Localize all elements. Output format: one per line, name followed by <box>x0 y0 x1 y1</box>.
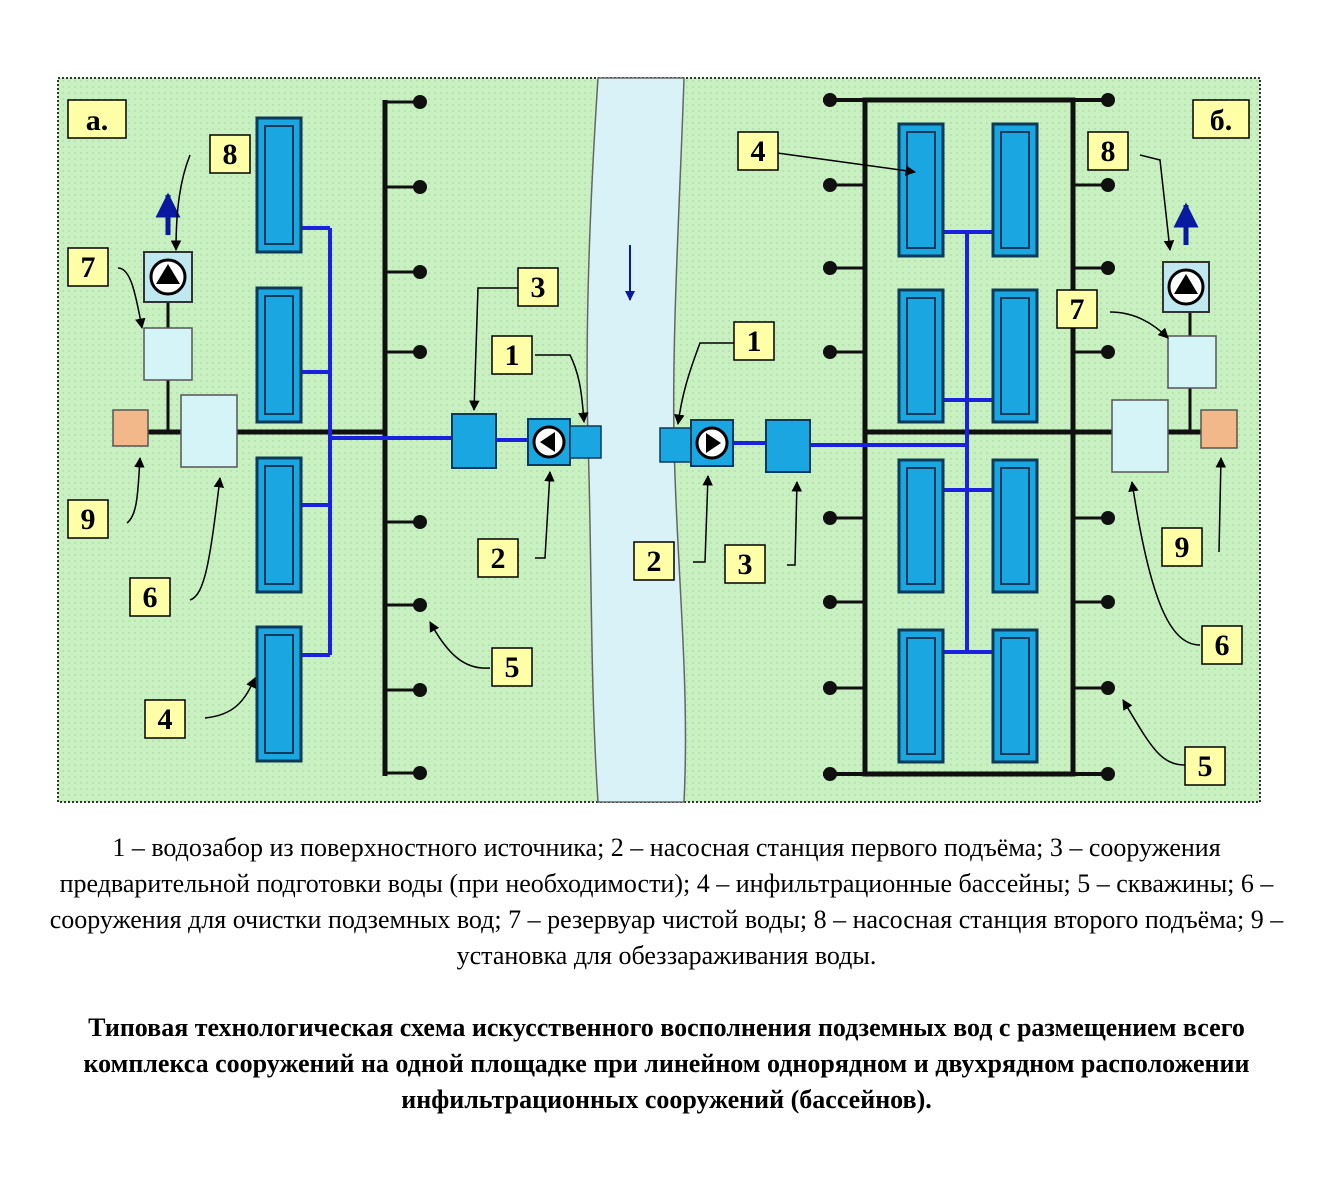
label-4-left: 4 <box>158 703 173 736</box>
label-8-right: 8 <box>1101 135 1116 168</box>
pump-first-lift-right <box>690 419 734 467</box>
infiltration-basins-left <box>255 116 303 763</box>
river <box>586 77 687 803</box>
uv-unit-left <box>112 409 149 447</box>
label-5-left: 5 <box>505 651 520 684</box>
treatment-facility-left <box>180 394 238 468</box>
treatment-facility-right <box>1111 399 1169 473</box>
label-6-right: 6 <box>1215 629 1230 662</box>
pretreatment-right <box>765 419 811 473</box>
svg-text:б.: б. <box>1210 104 1233 137</box>
label-2-right: 2 <box>647 545 662 578</box>
pump-first-lift-left <box>527 418 571 466</box>
label-6-left: 6 <box>143 581 158 614</box>
label-9-left: 9 <box>81 503 96 536</box>
label-9-right: 9 <box>1175 531 1190 564</box>
label-1-right: 1 <box>747 325 762 358</box>
pretreatment-left <box>451 413 497 469</box>
panel-b <box>659 93 1238 781</box>
water-intake-left <box>569 425 602 459</box>
label-1-left: 1 <box>505 339 520 372</box>
label-3-right: 3 <box>738 548 753 581</box>
label-5-right: 5 <box>1198 750 1213 783</box>
clean-water-tank-left <box>143 327 193 381</box>
wells-right <box>823 93 1115 781</box>
panel-a <box>112 95 602 780</box>
infiltration-basins-right <box>897 122 1039 764</box>
leader-lines <box>117 151 1227 766</box>
panel-b-label-box: б. <box>1192 99 1250 139</box>
label-8-left: 8 <box>223 138 238 171</box>
clean-water-tank-right <box>1167 335 1217 389</box>
pump-second-lift-left <box>143 251 193 303</box>
figure-legend: 1 – водозабор из поверхностного источник… <box>49 833 1284 970</box>
panel-a-label-box: а. <box>67 99 127 139</box>
svg-text:а.: а. <box>86 104 109 137</box>
wells-left <box>385 95 427 780</box>
label-4-right: 4 <box>751 135 766 168</box>
pump-second-lift-right <box>1162 261 1210 313</box>
water-intake-right <box>659 427 692 463</box>
uv-unit-right <box>1200 409 1238 449</box>
label-3-left: 3 <box>531 271 546 304</box>
label-2-left: 2 <box>491 542 506 575</box>
label-7-left: 7 <box>81 251 96 284</box>
label-7-right: 7 <box>1070 293 1085 326</box>
scheme-diagram: а. б. 8 7 9 6 4 3 1 2 5 1 2 3 4 8 7 9 6 … <box>57 77 1261 803</box>
number-labels: а. б. 8 7 9 6 4 3 1 2 5 1 2 3 4 8 7 9 6 … <box>67 99 1250 786</box>
figure-title: Типовая технологическая схема искусствен… <box>83 1013 1250 1114</box>
